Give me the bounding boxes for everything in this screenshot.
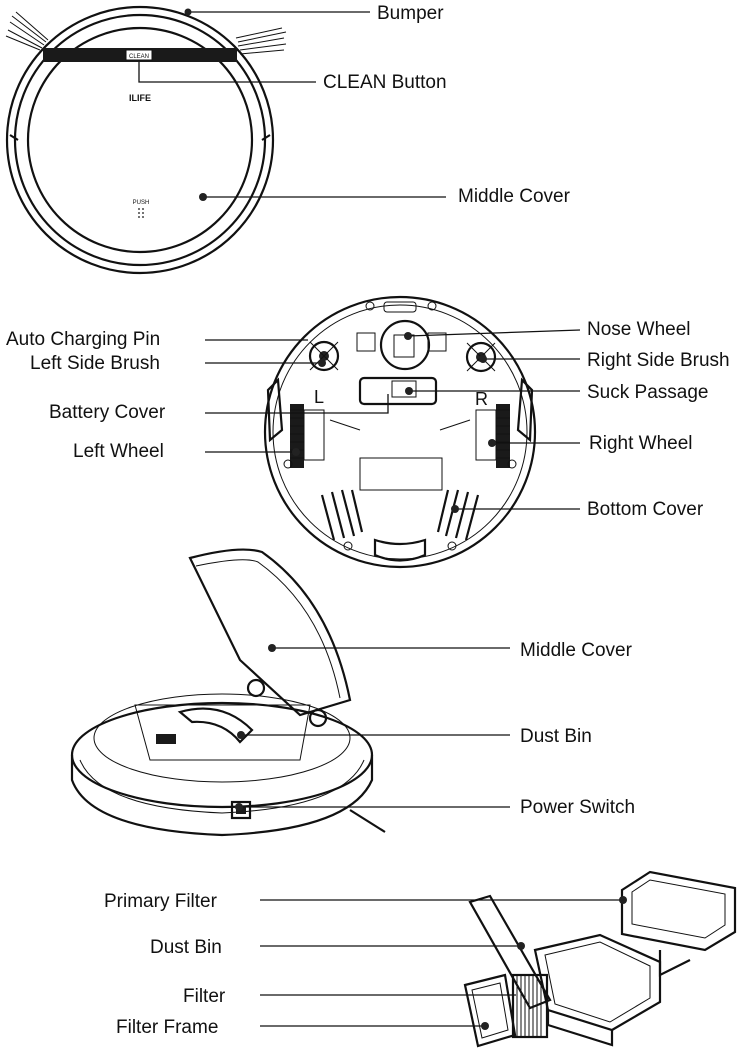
left-side-brush-label: Left Side Brush	[30, 353, 160, 374]
dust-bin-label-exploded: Dust Bin	[150, 937, 222, 958]
right-brush-bristles	[235, 27, 287, 55]
top-view-panel: CLEAN ILIFE PUSH Bumper CLEAN Button Mid…	[5, 3, 571, 275]
filter-frame-label: Filter Frame	[116, 1017, 218, 1038]
middle-cover-label-open: Middle Cover	[520, 640, 633, 661]
left-brush-bristles	[5, 11, 49, 51]
push-dots	[138, 208, 144, 218]
right-side-mark: R	[475, 389, 488, 409]
middle-cover-label-top: Middle Cover	[458, 186, 571, 207]
power-switch-label: Power Switch	[520, 797, 635, 818]
dust-bin-exploded-illustration	[463, 870, 737, 1048]
left-side-mark: L	[314, 387, 324, 407]
brand-logo-text: ILIFE	[129, 93, 151, 103]
dust-bin-label-open: Dust Bin	[520, 726, 592, 747]
right-side-brush-label: Right Side Brush	[587, 350, 730, 371]
suck-passage-label: Suck Passage	[587, 382, 708, 403]
left-wheel-label: Left Wheel	[73, 441, 164, 462]
bottom-cover-label: Bottom Cover	[587, 499, 704, 520]
right-wheel-label: Right Wheel	[589, 433, 693, 454]
primary-filter-label: Primary Filter	[104, 891, 218, 912]
open-lid-panel: Middle Cover Dust Bin Power Switch	[70, 548, 635, 837]
robot-open-lid-illustration	[70, 548, 386, 837]
exploded-dust-bin-panel: Primary Filter Dust Bin Filter Filter Fr…	[104, 870, 737, 1048]
clean-button-label: CLEAN Button	[323, 72, 447, 93]
clean-button-text: CLEAN	[129, 54, 149, 60]
push-text: PUSH	[133, 200, 150, 206]
bottom-view-panel: L R Auto Charging Pin	[6, 295, 730, 569]
nose-wheel-label: Nose Wheel	[587, 319, 691, 340]
auto-charging-pin-label: Auto Charging Pin	[6, 329, 160, 350]
filter-label: Filter	[183, 986, 226, 1007]
bumper-label: Bumper	[377, 3, 444, 24]
battery-cover-label: Battery Cover	[49, 402, 166, 423]
robot-bottom-view-illustration: L R	[263, 295, 537, 569]
robot-top-view-illustration: CLEAN ILIFE PUSH	[5, 5, 287, 275]
